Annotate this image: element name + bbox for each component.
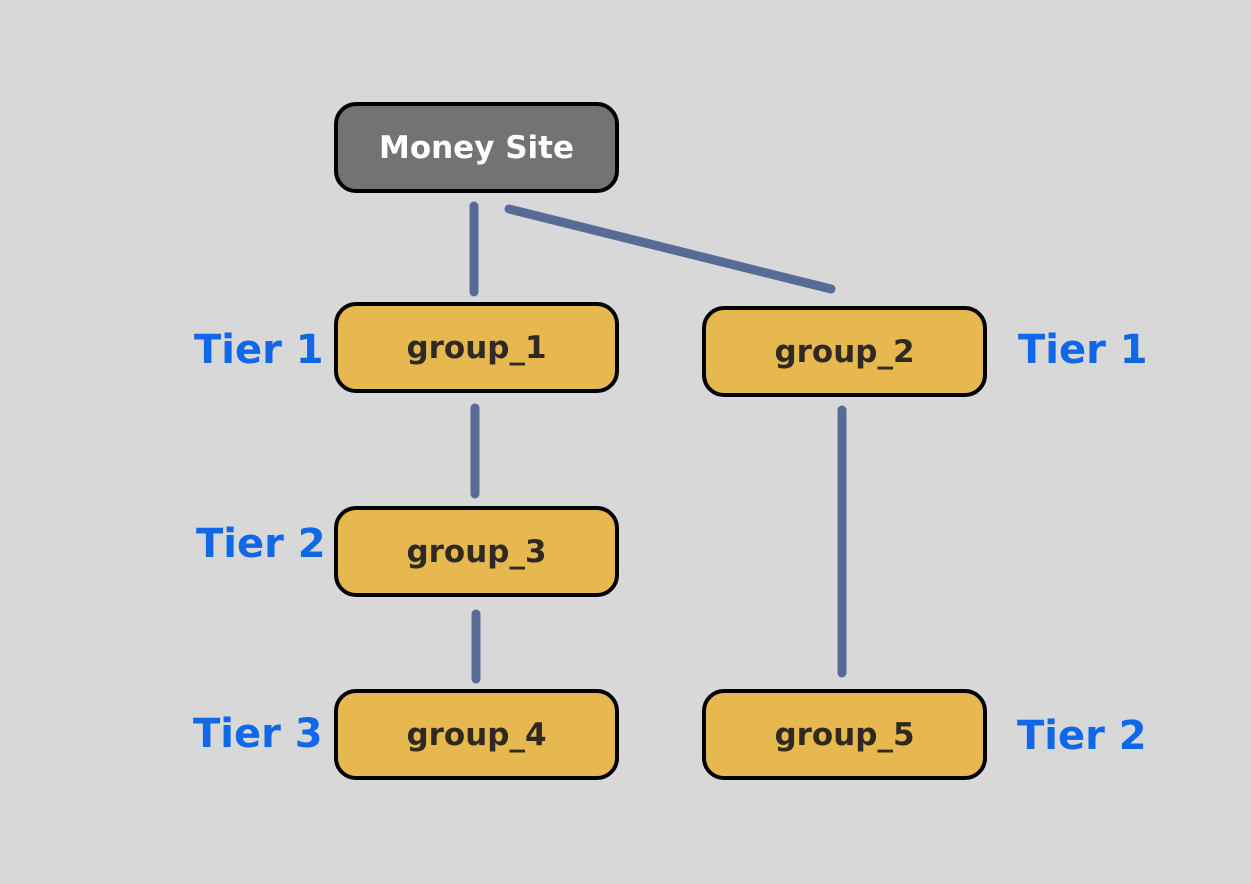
node-group-3: group_3 <box>334 506 619 597</box>
tier-label-group-4: Tier 3 <box>193 711 323 757</box>
node-money-site: Money Site <box>334 102 619 193</box>
tier-label-group-3: Tier 2 <box>196 521 326 567</box>
tier-label-group-1: Tier 1 <box>194 327 324 373</box>
node-money-site-label: Money Site <box>378 129 575 166</box>
node-group-5: group_5 <box>702 689 987 780</box>
node-group-4: group_4 <box>334 689 619 780</box>
tier-label-group-2: Tier 1 <box>1018 327 1148 373</box>
tier-label-group-5: Tier 2 <box>1017 713 1147 759</box>
node-group-1-label: group_1 <box>406 329 547 366</box>
node-group-5-label: group_5 <box>774 716 915 753</box>
node-group-4-label: group_4 <box>406 716 547 753</box>
node-group-2: group_2 <box>702 306 987 397</box>
edge-root-group-2 <box>504 204 836 294</box>
node-group-3-label: group_3 <box>406 533 547 570</box>
node-group-2-label: group_2 <box>774 333 915 370</box>
node-group-1: group_1 <box>334 302 619 393</box>
